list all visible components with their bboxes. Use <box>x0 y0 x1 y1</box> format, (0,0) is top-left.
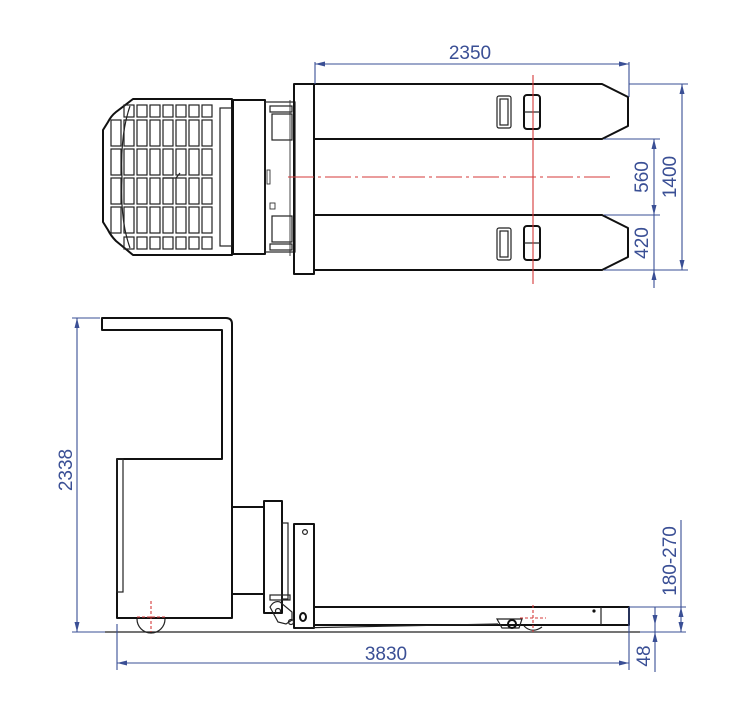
dim-lift-height: 180-270 <box>629 520 686 633</box>
battery-grille <box>102 98 233 256</box>
dim-lowered-height: 48 <box>634 607 658 672</box>
dim-fork-gap: 560 <box>604 138 660 216</box>
dim-fork-length: 2350 <box>314 43 630 97</box>
dim-420-label: 420 <box>632 227 653 259</box>
top-view: 2350 1400 560 420 <box>102 43 688 288</box>
side-view: 2338 3830 180-270 48 <box>56 317 686 672</box>
dim-180-270-label: 180-270 <box>660 526 681 596</box>
lower-fork <box>314 214 629 271</box>
dim-overall-height: 2338 <box>56 317 105 633</box>
dim-2350-label: 2350 <box>449 43 491 64</box>
dim-560-label: 560 <box>632 161 653 193</box>
operator-frame <box>101 317 233 619</box>
dim-2338-label: 2338 <box>56 449 77 491</box>
drive-wheel <box>136 618 166 634</box>
dim-3830-label: 3830 <box>365 644 407 665</box>
fork-side <box>314 606 630 626</box>
fork-carriage <box>293 83 315 275</box>
upper-fork <box>314 83 629 140</box>
load-wheel <box>507 619 517 629</box>
dim-1400-label: 1400 <box>660 156 681 198</box>
drive-unit-side <box>231 506 265 595</box>
drive-unit <box>232 99 296 256</box>
dim-48-label: 48 <box>634 645 655 666</box>
dim-overall-length: 3830 <box>116 607 630 670</box>
dim-fork-width: 420 <box>604 215 660 288</box>
